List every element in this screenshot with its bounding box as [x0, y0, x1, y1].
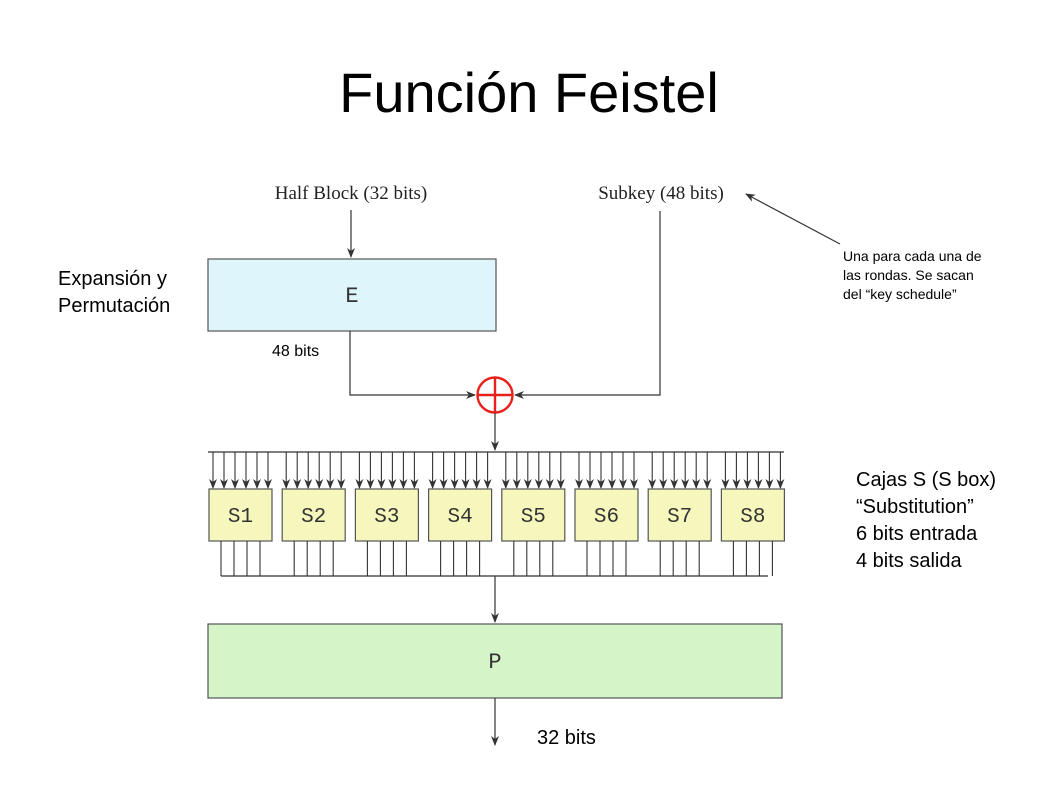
subkey-note-line: las rondas. Se sacan: [843, 267, 974, 283]
sbox-box: [501, 488, 566, 542]
sbox-box: [281, 488, 346, 542]
sbox-2: S2: [281, 488, 346, 542]
sbox-box: [574, 488, 639, 542]
sbox-label: S6: [594, 506, 619, 529]
sbox-label: S2: [301, 506, 326, 529]
sbox-label: S3: [374, 506, 399, 529]
expansion-annotation-line: Expansión y: [58, 268, 167, 290]
sbox-output-wires: [220, 541, 773, 576]
expansion-output-label: 48 bits: [272, 343, 320, 360]
sbox-annotation-line: 6 bits entrada: [856, 523, 978, 545]
sbox-5: S5: [501, 488, 566, 542]
subkey-note: Una para cada una de las rondas. Se saca…: [843, 247, 982, 304]
sbox-7: S7: [647, 488, 712, 542]
sbox-box: [647, 488, 712, 542]
sbox-label: S4: [447, 506, 472, 529]
permutation-box-label: P: [488, 650, 501, 675]
sbox-6: S6: [574, 488, 639, 542]
half-block-label: Half Block (32 bits): [275, 183, 428, 204]
sbox-annotation-line: 4 bits salida: [856, 550, 962, 572]
sbox-group: S1 S2 S3 S4 S5 S6 S7 S8: [208, 488, 786, 542]
slide-title: Función Feistel: [339, 61, 719, 124]
sbox-box: [428, 488, 493, 542]
permutation-box: [207, 623, 783, 699]
subkey-note-line: del “key schedule”: [843, 286, 957, 302]
xor-icon: [476, 376, 514, 414]
sbox-annotation: Cajas S (S box) “Substitution” 6 bits en…: [856, 467, 996, 575]
sbox-input-wires: [209, 452, 785, 489]
sbox-box: [354, 488, 419, 542]
sbox-annotation-line: Cajas S (S box): [856, 469, 997, 491]
sbox-label: S8: [740, 506, 765, 529]
expansion-annotation: Expansión y Permutación: [58, 266, 170, 320]
sbox-label: S1: [228, 506, 253, 529]
sbox-3: S3: [354, 488, 419, 542]
expansion-annotation-line: Permutación: [58, 295, 171, 317]
sbox-box: [208, 488, 273, 542]
sbox-4: S4: [428, 488, 493, 542]
sbox-label: S5: [521, 506, 546, 529]
sbox-1: S1: [208, 488, 273, 542]
subkey-note-pointer: [745, 193, 841, 245]
expansion-box: [207, 258, 497, 332]
sbox-annotation-line: “Substitution”: [856, 496, 974, 518]
sbox-8: S8: [720, 488, 786, 542]
sbox-label: S7: [667, 506, 692, 529]
subkey-label: Subkey (48 bits): [598, 183, 724, 204]
expansion-output-line: [349, 331, 476, 399]
final-output-label: 32 bits: [537, 727, 596, 749]
subkey-line: [514, 211, 661, 399]
sbox-box: [720, 488, 786, 542]
expansion-box-label: E: [345, 284, 358, 309]
subkey-note-line: Una para cada una de: [843, 248, 982, 264]
